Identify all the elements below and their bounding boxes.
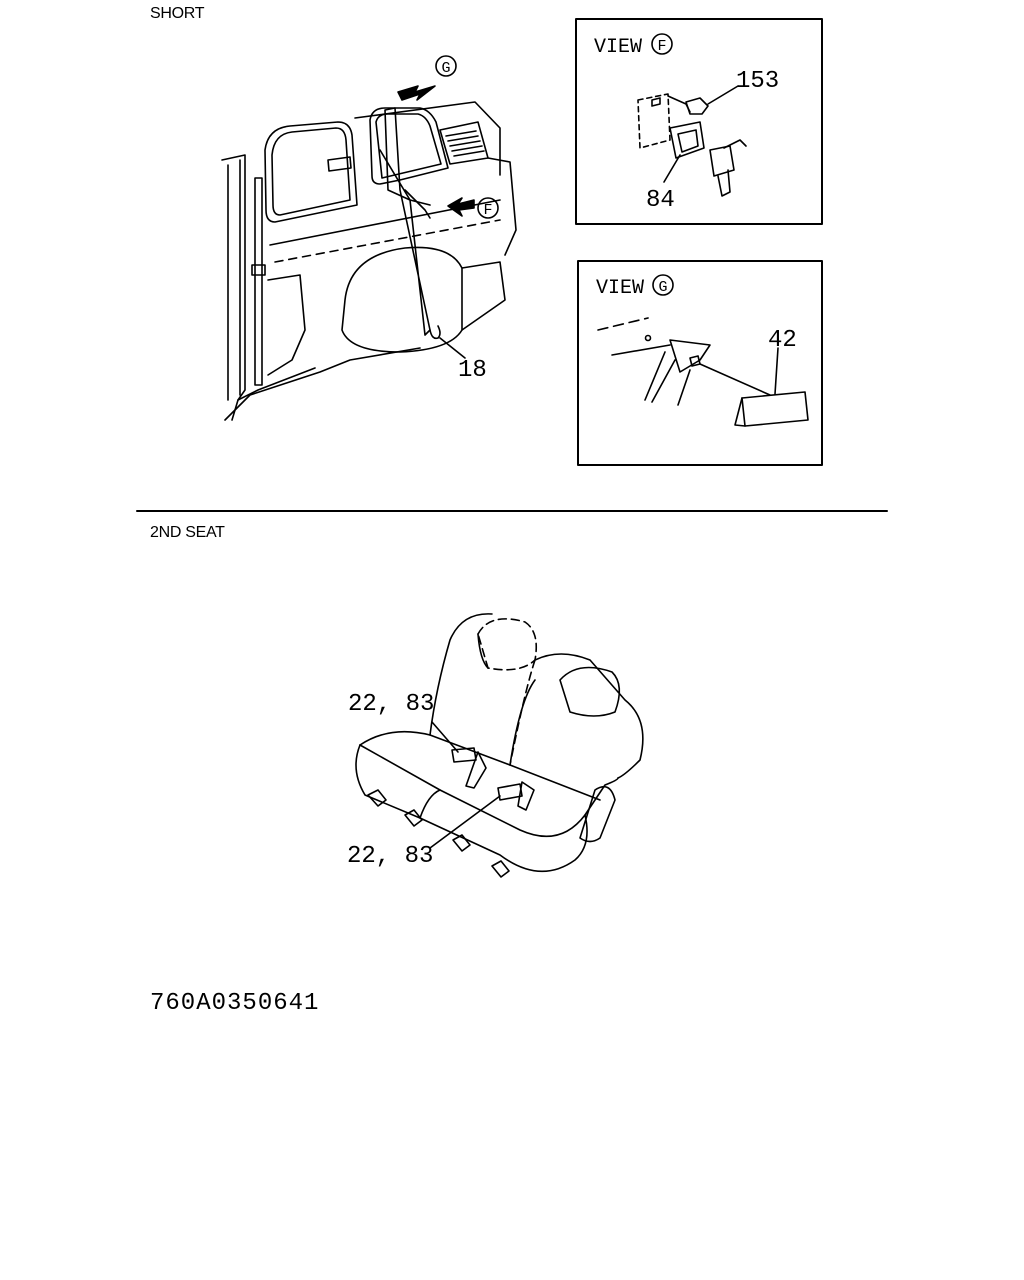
view-g-title: VIEW: [596, 277, 644, 300]
view-g-box: VIEW G 42: [577, 260, 823, 466]
view-f-title: VIEW: [594, 36, 642, 59]
arrow-f-marker: F: [483, 202, 492, 219]
view-f-marker: F: [657, 38, 666, 55]
figure-code: 760A0350641: [150, 990, 320, 1017]
second-seat-drawing: 22, 83 22, 83: [347, 613, 644, 878]
callout-lower-label: 22, 83: [347, 843, 433, 870]
callout-upper-label: 22, 83: [348, 691, 434, 718]
view-g-marker: G: [658, 279, 667, 296]
arrow-g-marker: G: [441, 60, 450, 77]
callout-18: 18: [439, 337, 487, 384]
section-label-2nd-seat: 2ND SEAT: [150, 524, 225, 541]
callout-84-label: 84: [646, 187, 675, 214]
callout-42-label: 42: [768, 327, 797, 354]
section-label-short: SHORT: [150, 5, 205, 22]
view-f-arrow: F: [447, 197, 499, 219]
view-g-arrow: G: [397, 55, 457, 101]
view-f-box: VIEW F 153 84: [575, 18, 823, 225]
callout-153-label: 153: [736, 68, 779, 95]
callout-belt-label: 18: [458, 357, 487, 384]
